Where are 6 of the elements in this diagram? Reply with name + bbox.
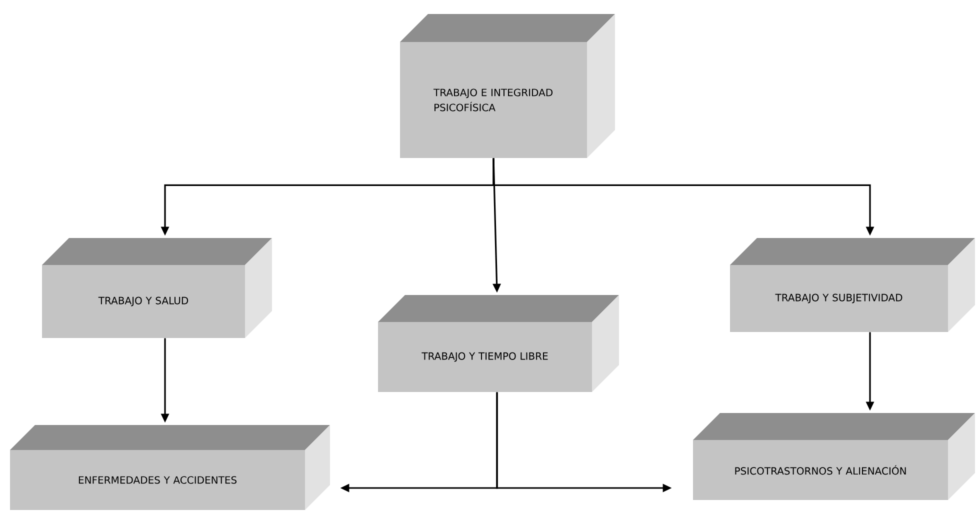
- box-3d: ENFERMEDADES Y ACCIDENTES: [10, 425, 330, 510]
- box-3d: TRABAJO Y TIEMPO LIBRE: [378, 295, 619, 392]
- box-3d: TRABAJO Y SUBJETIVIDAD: [730, 238, 975, 332]
- box-3d: PSICOTRASTORNOS Y ALIENACIÓN: [693, 413, 975, 500]
- box-3d: TRABAJO E INTEGRIDAD PSICOFÍSICA: [400, 14, 615, 158]
- box-3d: TRABAJO Y SALUD: [42, 238, 272, 338]
